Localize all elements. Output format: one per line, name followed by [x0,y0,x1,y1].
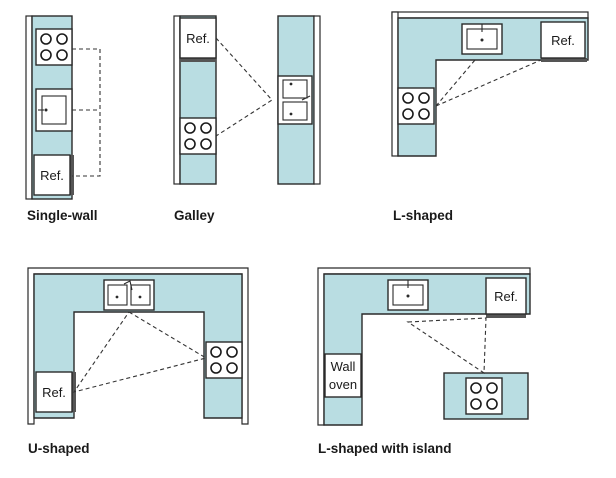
work-triangle [406,317,487,375]
cooktop-icon [205,341,243,379]
sink-icon [277,75,313,125]
refrigerator-icon: Ref. [485,277,527,318]
work-triangle [435,59,542,107]
refrigerator-icon: Ref. [179,17,217,62]
kitchen-island [443,372,529,420]
single-wall-layout: Ref. Single-wall [25,15,101,223]
refrigerator-icon: Ref. [540,21,587,62]
sink-icon [461,23,503,55]
l-shaped-layout: Ref. L-shaped [391,11,589,223]
layout-label-l-shaped-with-island: L-shaped with island [318,441,452,456]
refrigerator-icon: Ref. [33,154,74,196]
sink-icon [387,279,429,311]
work-triangle [72,311,208,393]
refrigerator-label: Ref. [40,168,64,183]
wall-oven-icon: Wall oven [324,353,362,398]
refrigerator-label: Ref. [42,385,66,400]
cooktop-icon [397,87,435,125]
layout-label-l-shaped: L-shaped [393,208,453,223]
work-triangle [215,37,273,137]
sink-icon [103,279,155,311]
sink-icon [35,88,73,132]
l-shaped-with-island-layout: Ref. Wall oven L-shaped with island [317,267,531,456]
cooktop-icon [35,28,73,66]
refrigerator-icon: Ref. [35,371,76,413]
work-triangle [72,48,101,177]
cooktop-icon [465,377,503,415]
refrigerator-label: Ref. [186,31,210,46]
layout-label-galley: Galley [174,208,215,223]
wall-oven-label-line1: Wall [331,359,356,374]
cooktop-icon [179,117,217,155]
refrigerator-label: Ref. [494,289,518,304]
u-shaped-layout: Ref. U-shaped [27,267,249,456]
layout-label-single-wall: Single-wall [27,208,98,223]
wall-oven-label-line2: oven [329,377,357,392]
refrigerator-label: Ref. [551,33,575,48]
layout-label-u-shaped: U-shaped [28,441,90,456]
galley-layout: Ref. Galley [173,15,321,223]
